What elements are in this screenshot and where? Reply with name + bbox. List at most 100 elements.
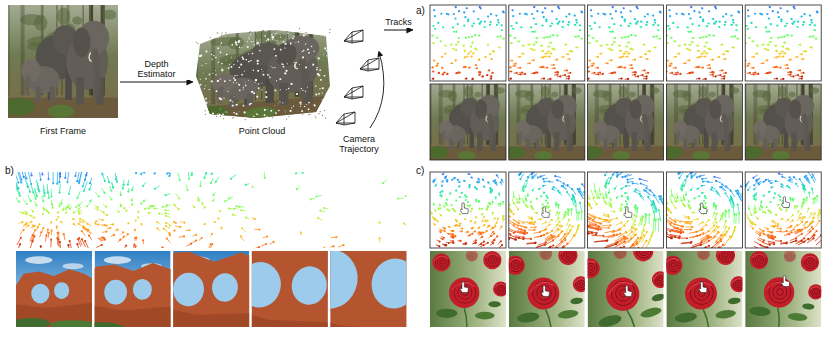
point-sample [262, 30, 263, 31]
point-gap [233, 64, 235, 66]
point-gap [265, 40, 267, 42]
track-point [809, 24, 811, 26]
point-gap [205, 78, 206, 79]
camera-frustum [344, 30, 363, 43]
track-point [687, 48, 689, 50]
track-point [602, 73, 604, 75]
point-gap [229, 80, 230, 81]
track-point [726, 50, 728, 52]
point-gap [225, 36, 227, 38]
point-gap [305, 91, 306, 92]
track-point [569, 58, 571, 60]
point-gap [261, 68, 263, 70]
track-point [466, 7, 468, 9]
track-point [553, 67, 555, 69]
track-point [675, 67, 677, 69]
track-point [486, 74, 488, 76]
track-point [611, 44, 613, 46]
point-gap [287, 33, 288, 34]
point-sample [329, 32, 330, 33]
point-gap [262, 73, 264, 75]
track-tail [455, 31, 457, 32]
track-point [530, 26, 532, 28]
track-point [797, 21, 799, 23]
foliage [228, 36, 244, 50]
track-point [591, 65, 593, 67]
point-gap [283, 41, 284, 42]
point-gap [220, 115, 221, 116]
track-point [596, 40, 598, 42]
calf-head [212, 73, 236, 94]
track-point [779, 53, 781, 55]
point-gap [324, 35, 325, 36]
point-sample [324, 110, 325, 111]
point-sample [322, 115, 323, 116]
track-point [624, 67, 626, 69]
track-point [723, 77, 725, 79]
video-frame-content [588, 84, 664, 160]
track-point [610, 31, 612, 33]
point-gap [201, 102, 203, 104]
point-gap [327, 41, 328, 42]
point-gap [303, 50, 304, 51]
track-point [455, 44, 457, 46]
track-point [531, 13, 533, 15]
track-point [689, 44, 691, 46]
track-point [546, 67, 548, 69]
point-gap [308, 52, 309, 53]
point-sample [308, 110, 309, 111]
track-point [575, 36, 577, 38]
track-tail [452, 27, 454, 28]
track-point [712, 59, 714, 61]
track-point [700, 55, 702, 57]
track-point [543, 16, 545, 18]
track-point [634, 18, 636, 20]
track-point [786, 10, 788, 12]
frame-border [430, 5, 506, 81]
track-tail [467, 19, 469, 20]
track-point [597, 67, 599, 69]
point-gap [232, 105, 234, 107]
track-point [670, 37, 672, 39]
track-tail [501, 30, 503, 31]
video-frame [661, 84, 742, 160]
track-point [784, 25, 786, 27]
track-tail [478, 35, 480, 36]
point-gap [223, 118, 224, 119]
foliage [495, 87, 505, 94]
track-point [516, 72, 518, 74]
track-point [630, 34, 632, 36]
track-point [492, 50, 494, 52]
calf-leg [683, 139, 687, 150]
track-point [642, 74, 644, 76]
point-gap [268, 39, 269, 40]
track-point [688, 13, 690, 15]
track-point [479, 74, 481, 76]
track-point [780, 20, 782, 22]
track-point [497, 19, 499, 21]
track-point [542, 25, 544, 27]
point-sample [297, 35, 298, 36]
foliage [572, 87, 582, 94]
track-point [809, 14, 811, 16]
track-tail [618, 66, 621, 67]
point-gap [326, 55, 327, 56]
video-frame-content [745, 84, 821, 160]
point-gap [236, 82, 238, 84]
track-point [480, 21, 482, 23]
track-point [510, 70, 512, 72]
track-point [431, 34, 433, 36]
point-gap [238, 84, 240, 86]
point-gap [217, 36, 218, 37]
point-gap [244, 81, 246, 83]
track-tail [464, 66, 465, 67]
point-gap [275, 55, 277, 57]
track-point [575, 19, 577, 21]
video-frame [427, 84, 506, 160]
track-point [756, 53, 758, 55]
track-point [637, 7, 639, 9]
point-gap [226, 54, 228, 56]
frustum-edge [344, 88, 352, 97]
track-point [725, 72, 727, 74]
track-point [511, 42, 513, 44]
